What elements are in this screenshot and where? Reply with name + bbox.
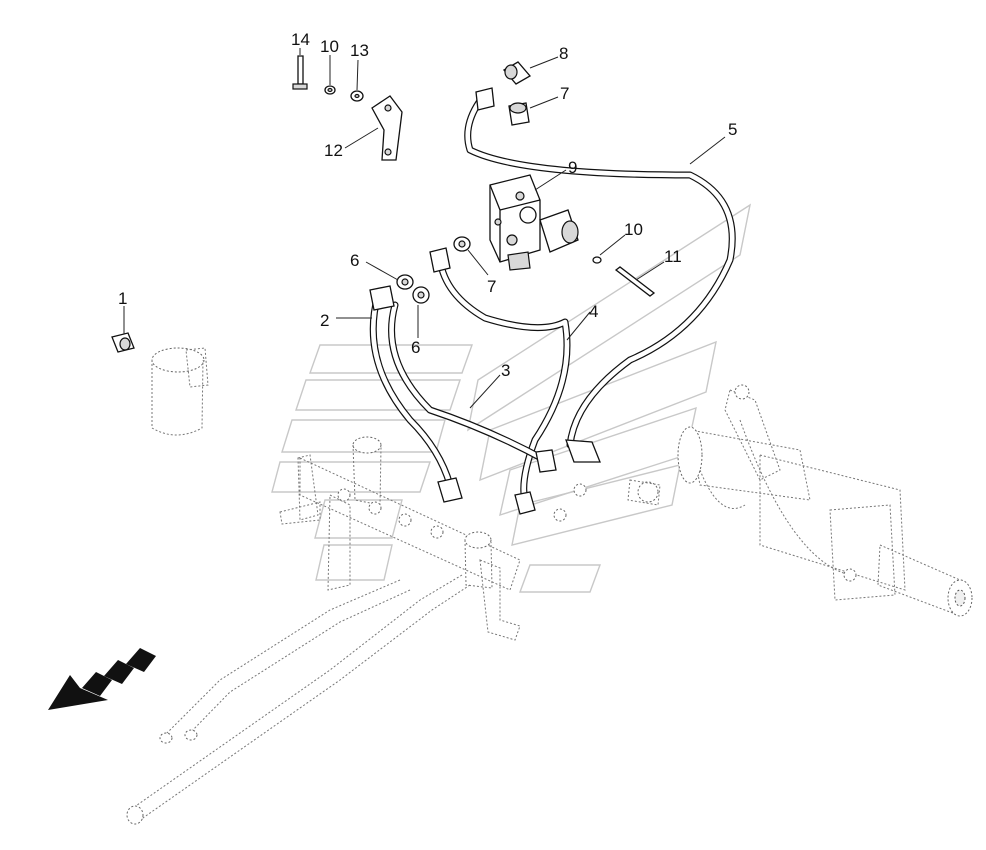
- hose-2[interactable]: [369, 285, 463, 503]
- part-7-adapter-top[interactable]: [508, 102, 530, 126]
- part-8-elbow-fitting[interactable]: [502, 61, 532, 85]
- part-13-washer[interactable]: [350, 90, 364, 102]
- callout-8: 8: [559, 44, 568, 63]
- callout-6-upper: 6: [350, 251, 359, 270]
- part-1-filter-switch[interactable]: [111, 332, 135, 353]
- callout-14: 14: [291, 30, 310, 49]
- hose-5[interactable]: [464, 87, 736, 463]
- front-direction-arrow-icon: [48, 648, 156, 710]
- steering-lines-ghost: [126, 574, 471, 825]
- leader-lines: [123, 48, 726, 409]
- part-14-bolt[interactable]: [292, 55, 308, 90]
- part-6-adapter-lower[interactable]: [412, 286, 430, 304]
- callout-10-right: 10: [624, 220, 643, 239]
- hose-3[interactable]: [388, 301, 557, 473]
- callout-9: 9: [568, 158, 577, 177]
- part-6-adapter-upper[interactable]: [396, 274, 414, 290]
- callout-5: 5: [728, 120, 737, 139]
- tractor-frame-ghost: [279, 436, 661, 641]
- callout-1: 1: [118, 289, 127, 308]
- part-12-bracket[interactable]: [371, 95, 403, 161]
- part-7-adapter-lower[interactable]: [453, 236, 471, 252]
- callout-12: 12: [324, 141, 343, 160]
- callout-4: 4: [589, 302, 598, 321]
- steering-filter-ghost: [151, 347, 209, 436]
- callout-7-upper: 7: [560, 84, 569, 103]
- callout-10-top: 10: [320, 37, 339, 56]
- part-10-washer-top[interactable]: [324, 85, 336, 95]
- part-10-washer-right[interactable]: [592, 256, 602, 264]
- hose-4[interactable]: [429, 247, 571, 515]
- front-axle-ghost: [677, 384, 973, 617]
- callout-7-lower: 7: [487, 277, 496, 296]
- callout-labels: 1 2 3 4 5 6 6 7 7 8 9 10 10 11 12 13 14: [118, 30, 737, 380]
- callout-3: 3: [501, 361, 510, 380]
- callout-2: 2: [320, 311, 329, 330]
- callout-6-lower: 6: [411, 338, 420, 357]
- callout-13: 13: [350, 41, 369, 60]
- callout-11: 11: [664, 247, 682, 266]
- part-11-pin[interactable]: [614, 266, 656, 297]
- part-9-control-valve[interactable]: [489, 174, 579, 271]
